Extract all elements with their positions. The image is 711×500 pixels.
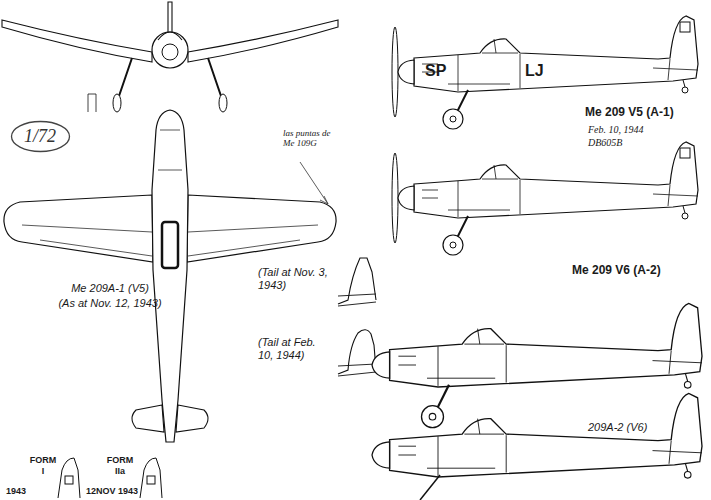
view-title: Me 209 V5 (A-1) xyxy=(585,106,705,120)
form-date: 12NOV 1943 xyxy=(86,486,146,496)
view-title: Me 209 V6 (A-2) xyxy=(572,264,702,278)
fuselage-code: SP xyxy=(425,62,459,80)
form-label: FORM xyxy=(26,455,60,465)
fuselage-code: LJ xyxy=(525,62,555,80)
tail-caption: (Tail at Nov. 3, 1943) xyxy=(258,266,334,291)
view-title: 209A-2 (V6) xyxy=(588,421,698,434)
tail-caption: (Tail at Feb. 10, 1944) xyxy=(258,336,334,361)
form-label: FORM xyxy=(100,455,140,465)
handwritten-note: las puntas de Me 109G xyxy=(283,128,335,149)
handwritten-note: Feb. 10, 1944 xyxy=(588,124,678,136)
engine-note: DB605B xyxy=(588,137,678,149)
form-number: IIa xyxy=(100,466,140,476)
scale-text: 1/72 xyxy=(24,126,56,147)
scale-oval: 1/72 xyxy=(10,120,70,153)
form-date: 1943 xyxy=(6,486,46,496)
view-date: (As at Nov. 12, 1943) xyxy=(45,297,175,310)
form-number: I xyxy=(26,466,60,476)
view-title: Me 209A-1 (V5) xyxy=(50,282,170,295)
